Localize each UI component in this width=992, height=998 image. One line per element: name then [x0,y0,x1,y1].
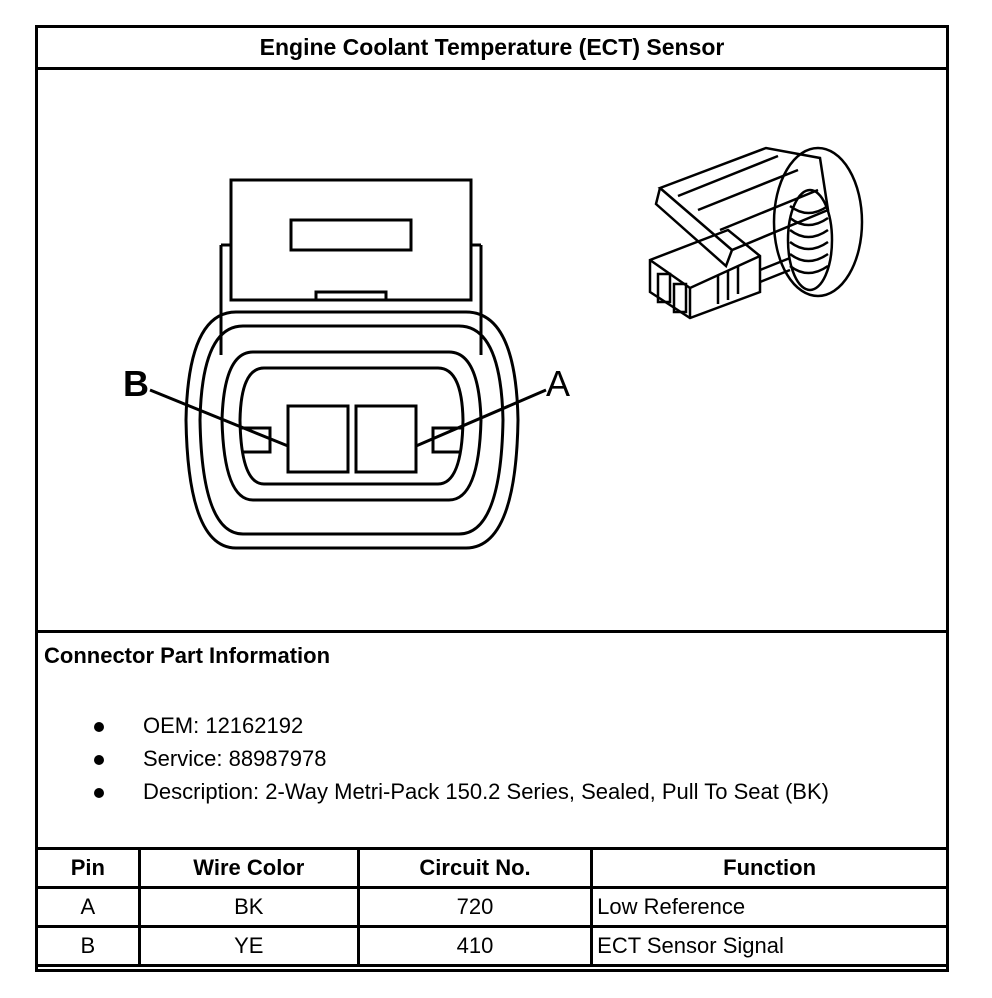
oem-part-number: OEM: 12162192 [143,713,304,738]
list-item: Service: 88987978 [38,746,829,779]
info-heading: Connector Part Information [44,643,331,668]
bullet-icon [94,788,104,798]
service-part-number: Service: 88987978 [143,746,327,771]
pin-b-cavity [286,404,350,474]
cell-circuit-no: 410 [356,925,594,967]
header-wire-color: Wire Color [137,847,360,889]
pin-a-cavity [354,404,418,474]
connector-diagram: B A [38,70,946,630]
header-pin: Pin [35,847,141,889]
cell-pin: A [35,886,141,928]
cell-wire-color: YE [137,925,360,967]
cell-circuit-no: 720 [356,886,594,928]
list-item: OEM: 12162192 [38,713,829,746]
sheet-title: Engine Coolant Temperature (ECT) Sensor [38,28,946,70]
table-header-row: Pin Wire Color Circuit No. Function [35,847,949,889]
pin-a-label: A [546,363,570,404]
latch-housing [229,178,473,302]
connector-drawing: B A [123,146,864,550]
pinout-table: Pin Wire Color Circuit No. Function A BK… [35,847,949,967]
connector-description: Description: 2-Way Metri-Pack 150.2 Seri… [143,779,829,804]
connector-seal-ring [198,324,505,536]
bullet-icon [94,722,104,732]
pin-a-leader [415,388,547,448]
cell-function: Low Reference [590,886,949,928]
cell-pin: B [35,925,141,967]
list-item: Description: 2-Way Metri-Pack 150.2 Seri… [38,779,829,812]
table-row: A BK 720 Low Reference [35,886,949,928]
cell-function: ECT Sensor Signal [590,925,949,967]
header-circuit-no: Circuit No. [356,847,594,889]
header-function: Function [590,847,949,889]
pin-b-leader [149,388,289,448]
connector-outer-shell [184,310,520,550]
bullet-icon [94,755,104,765]
part-info-list: OEM: 12162192 Service: 88987978 Descript… [38,713,829,812]
connector-part-info: Connector Part Information OEM: 12162192… [38,630,946,850]
pin-b-label: B [123,363,149,404]
latch-window [289,218,413,252]
cell-wire-color: BK [137,886,360,928]
connector-isometric-view [648,146,864,320]
table-row: B YE 410 ECT Sensor Signal [35,925,949,967]
connector-sheet: Engine Coolant Temperature (ECT) Sensor [35,25,949,972]
connector-inner-wall [220,350,483,502]
